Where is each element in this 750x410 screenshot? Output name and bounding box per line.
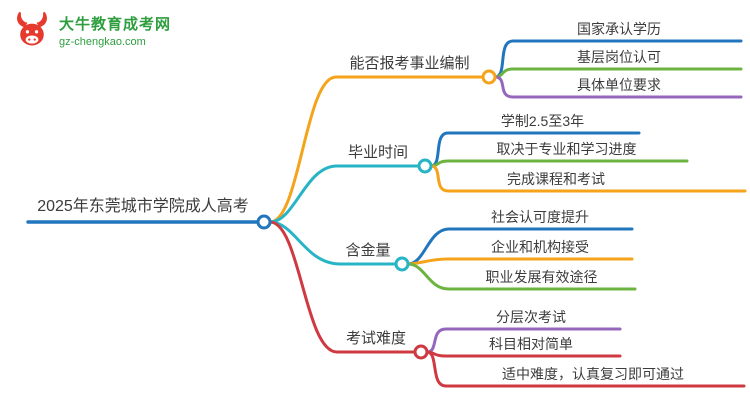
leaf-node-1-2: 基层岗位认可 (577, 49, 661, 65)
leaf-node-4-1: 分层次考试 (496, 309, 566, 325)
logo-title: 大牛教育成考网 (59, 15, 172, 33)
leaf-node-4-3: 适中难度，认真复习即可通过 (502, 366, 684, 382)
branch-dot-graduation (417, 158, 433, 174)
branch-node-value: 含金量 (345, 242, 391, 259)
root-node: 2025年东莞城市学院成人高考 (37, 198, 249, 215)
leaf-node-3-1: 社会认可度提升 (491, 209, 589, 225)
leaf-node-3-3: 职业发展有效途径 (485, 269, 598, 285)
leaf-node-2-3: 完成课程和考试 (507, 171, 605, 187)
leaf-node-3-2: 企业和机构接受 (491, 239, 589, 255)
bull-icon (17, 11, 47, 46)
leaf-link-3-2 (406, 257, 634, 266)
site-logo: 大牛教育成考网 gz-chengkao.com (12, 8, 171, 52)
leaf-link-3-3 (406, 262, 637, 291)
branch-dot-employment (481, 69, 497, 85)
logo-subtitle: gz-chengkao.com (59, 35, 146, 48)
branch-link-value (268, 220, 398, 266)
leaf-node-1-1: 国家承认学历 (577, 21, 661, 37)
leaf-link-1-3 (493, 75, 743, 99)
leaf-link-2-3 (429, 164, 747, 193)
branch-node-graduation: 毕业时间 (347, 144, 408, 161)
leaf-node-2-1: 学制2.5至3年 (500, 113, 585, 129)
branch-node-difficulty: 考试难度 (345, 330, 406, 347)
branch-link-difficulty (268, 220, 417, 354)
branch-link-graduation (268, 164, 421, 224)
root-node-dot (256, 214, 272, 230)
leaf-node-1-3: 具体单位要求 (577, 77, 661, 93)
leaf-link-4-3 (425, 350, 746, 388)
logo-text: 大牛教育成考网 gz-chengkao.com (59, 13, 171, 48)
leaf-link-2-2 (429, 159, 689, 168)
branch-node-employment: 能否报考事业编制 (349, 55, 470, 72)
leaf-node-2-2: 取决于专业和学习进度 (496, 141, 637, 157)
branch-dot-value (394, 256, 410, 272)
branch-link-employment (268, 75, 485, 224)
branch-dot-difficulty (413, 344, 429, 360)
leaf-node-4-2: 科目相对简单 (489, 336, 573, 352)
